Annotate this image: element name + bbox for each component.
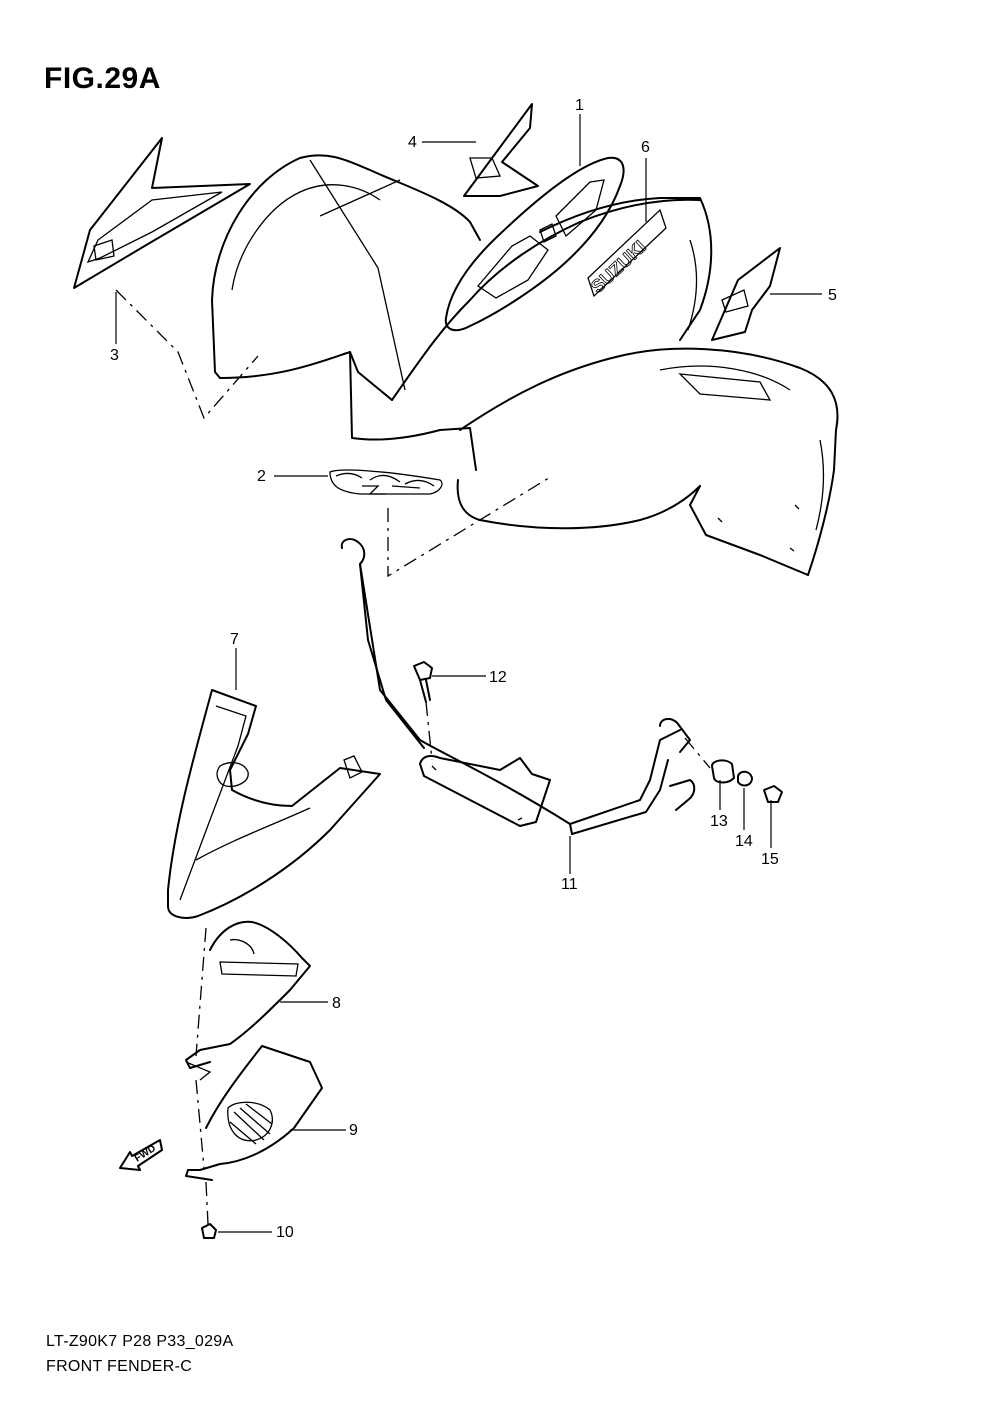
callout-2: 2 <box>257 468 266 485</box>
headlight-housing <box>444 156 625 332</box>
callout-11: 11 <box>561 876 578 893</box>
callout-leaders <box>115 114 822 1233</box>
lower-cover <box>185 920 311 1081</box>
callout-labels: 1 2 3 4 5 6 7 8 9 10 11 12 13 14 15 <box>110 97 837 1241</box>
callout-10: 10 <box>276 1224 294 1241</box>
top-decal <box>463 103 539 197</box>
callout-15: 15 <box>761 851 779 868</box>
fender-bracket <box>340 538 696 835</box>
front-fender-body <box>211 154 839 576</box>
suzuki-emblem: SUZUKI <box>587 208 667 297</box>
assembly-guide-lines <box>115 289 711 1225</box>
callout-7: 7 <box>230 631 239 648</box>
callout-14: 14 <box>735 833 753 850</box>
lower-undercover <box>185 1045 323 1181</box>
screw-15 <box>763 785 783 803</box>
grommet-13 <box>711 759 735 784</box>
suzuki-emblem-text: SUZUKI <box>587 237 650 297</box>
figure-title: FIG.29A <box>44 62 161 95</box>
footer-part-name: FRONT FENDER-C <box>46 1358 193 1375</box>
callout-12: 12 <box>489 669 507 686</box>
callout-6: 6 <box>641 139 650 156</box>
lower-front-panel <box>167 689 381 919</box>
footer-model-code: LT-Z90K7 P28 P33_029A <box>46 1333 234 1350</box>
bolt-12 <box>413 661 433 703</box>
quadsport-emblem <box>329 469 443 495</box>
forward-direction-arrow: FWD <box>119 1139 163 1171</box>
callout-4: 4 <box>408 134 417 151</box>
callout-9: 9 <box>349 1122 358 1139</box>
right-decal <box>711 247 781 341</box>
collar-14 <box>737 770 753 787</box>
screw-10 <box>201 1223 217 1239</box>
callout-13: 13 <box>710 813 728 830</box>
callout-8: 8 <box>332 995 341 1012</box>
callout-3: 3 <box>110 347 119 364</box>
left-decal <box>73 137 251 289</box>
callout-5: 5 <box>828 287 837 304</box>
callout-1: 1 <box>575 97 584 114</box>
